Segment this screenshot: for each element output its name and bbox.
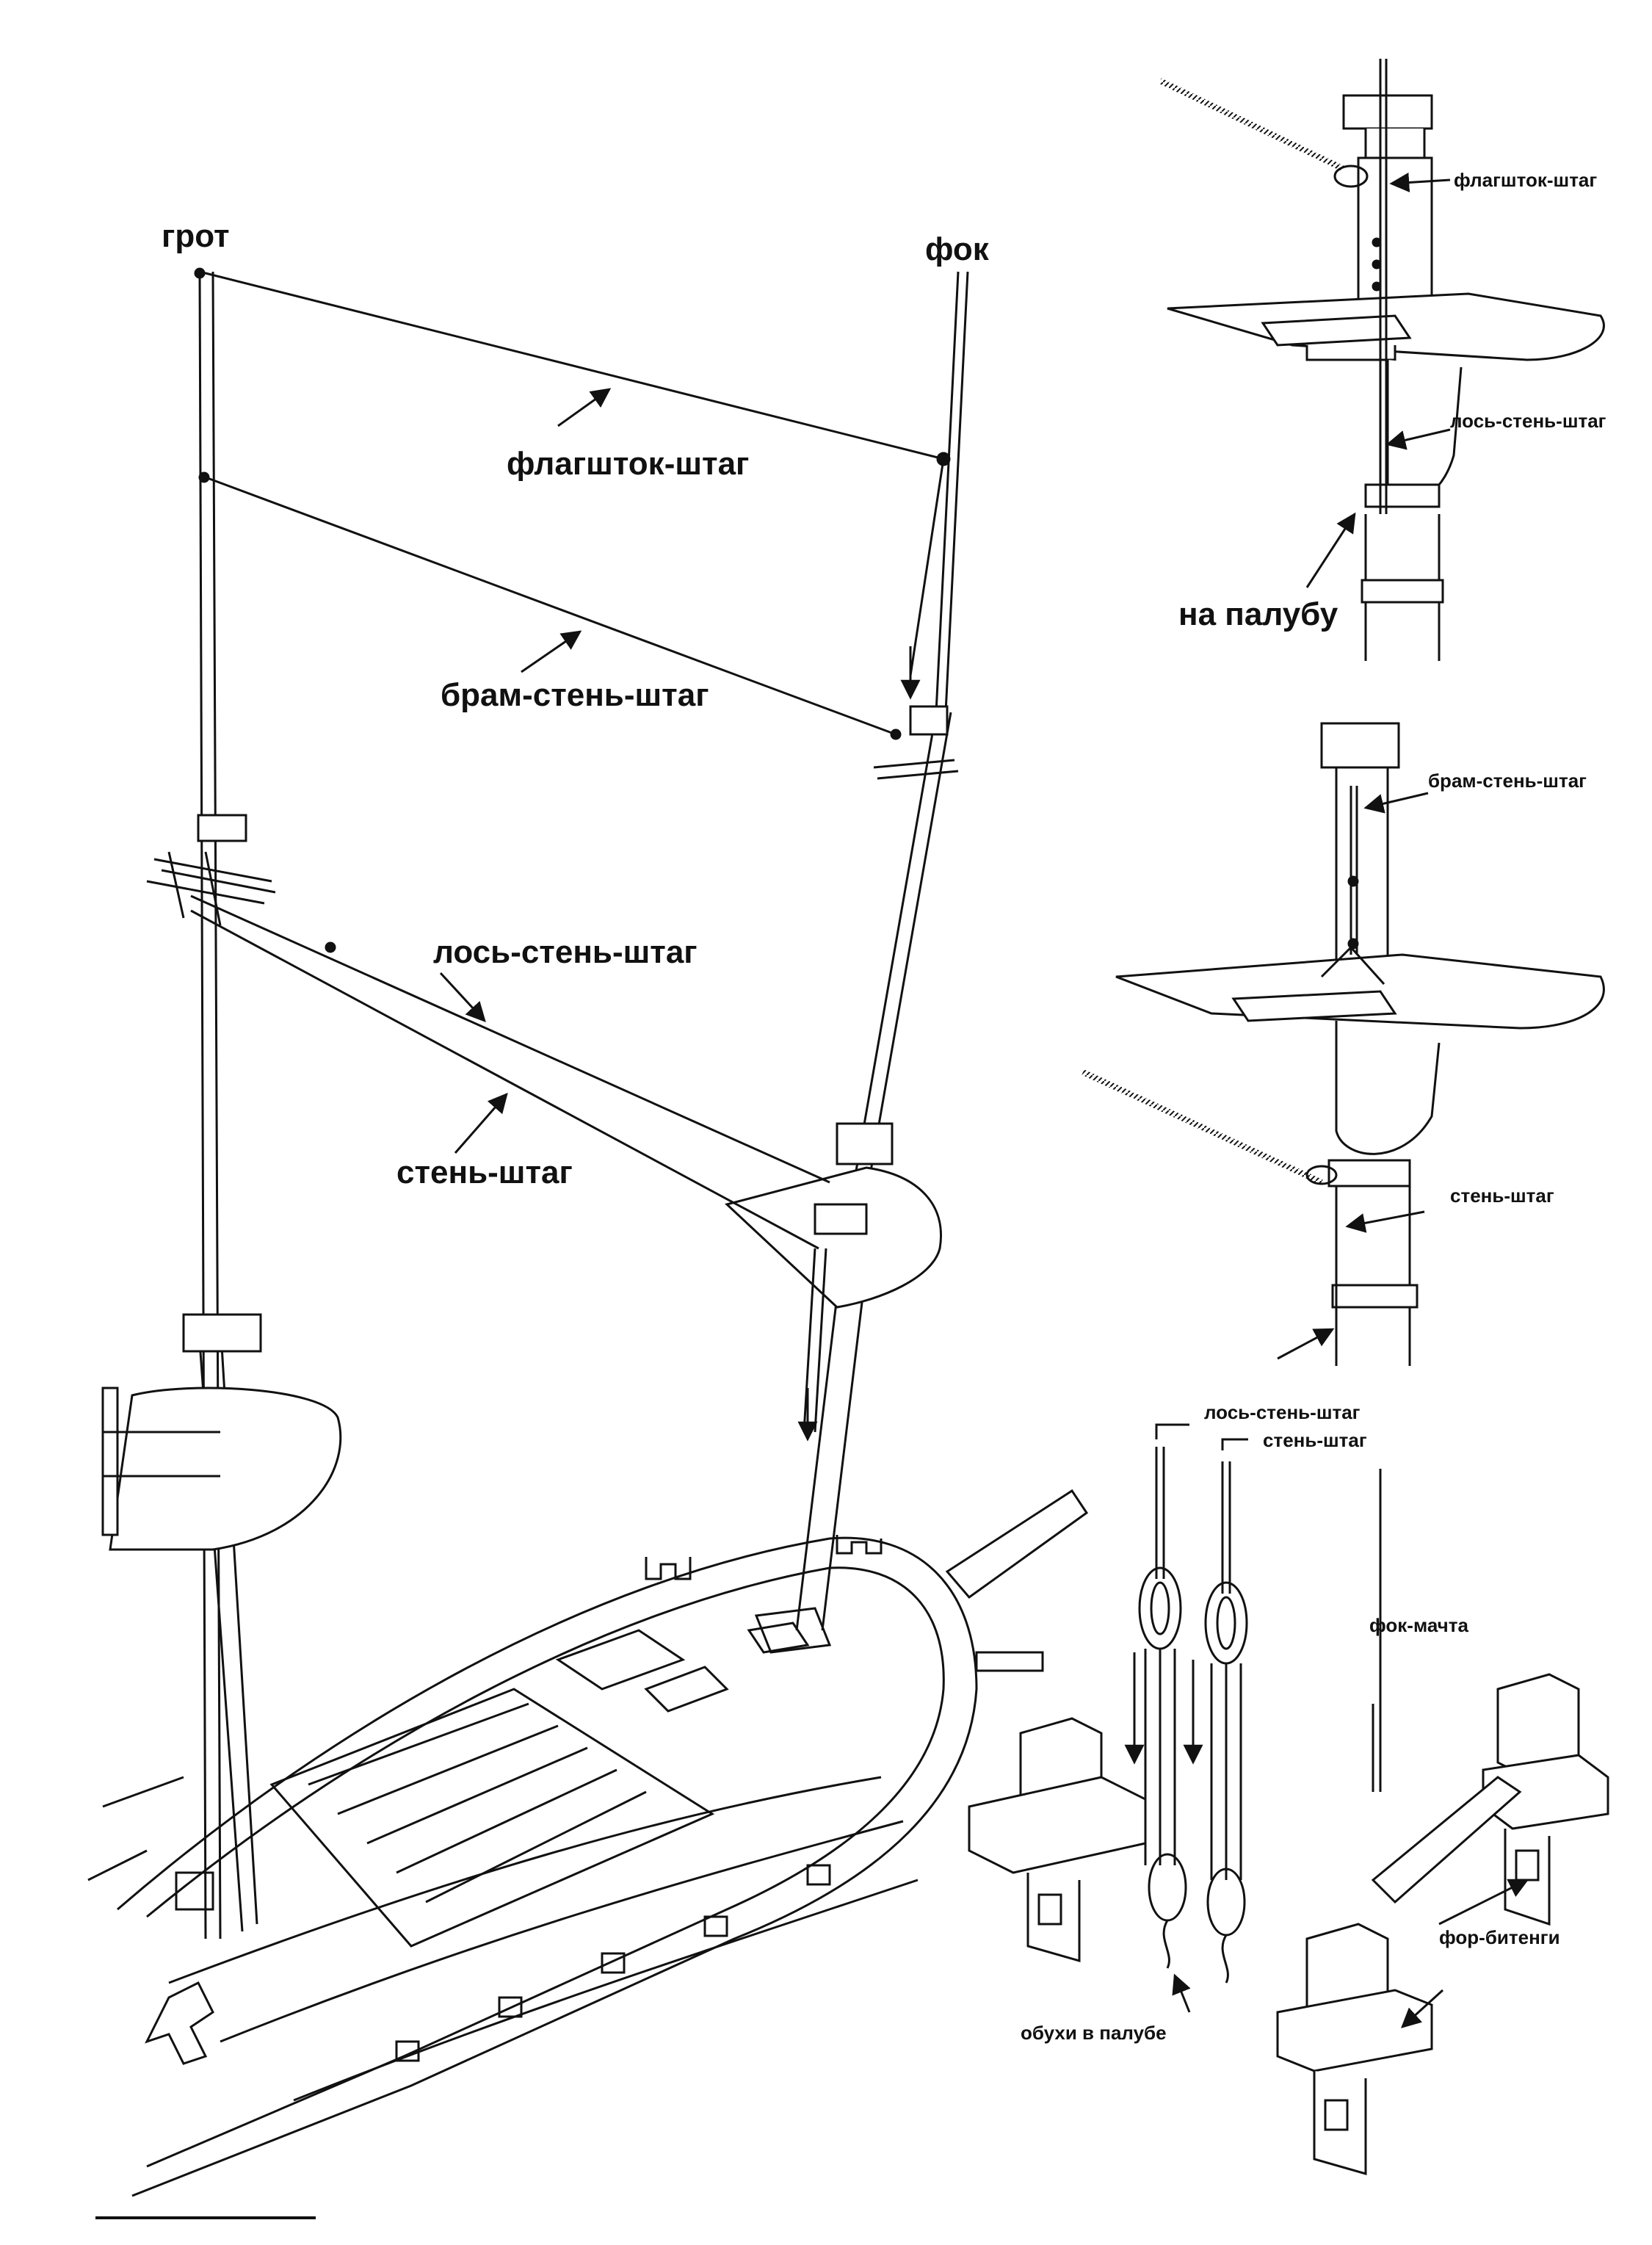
los-stay-line — [190, 894, 830, 1184]
label-los-stay: лось-стень-штаг — [433, 934, 698, 970]
arrow-top-deck — [1305, 512, 1356, 588]
detail-top-stays — [1159, 59, 1451, 588]
arrow-sten — [454, 1092, 508, 1154]
label-detail-top-flagshtok: флагшток-штаг — [1454, 169, 1598, 191]
flagshtok-stay-line — [199, 270, 944, 460]
arrow-mid-sten — [1345, 1210, 1425, 1233]
label-fore-mast: фок-мачта — [1369, 1614, 1468, 1636]
label-mast-grot: грот — [162, 218, 230, 254]
label-fore-bitts: фор-битенги — [1439, 1926, 1560, 1948]
sten-stay-line — [190, 909, 819, 1250]
arrow-top-los — [1385, 428, 1451, 450]
arrow-bitts — [1438, 1879, 1529, 1926]
label-detail-mid-bram: брам-стень-штаг — [1428, 770, 1587, 792]
main-mast-grot — [101, 271, 342, 1939]
arrow-los — [439, 972, 486, 1022]
arrow-mid-bram — [1363, 792, 1429, 814]
detail-bottom-bitts — [968, 1469, 1609, 2175]
detail-bottom-tackles — [1124, 1423, 1529, 2028]
label-deck-eyebolts: обухи в палубе — [1021, 2022, 1167, 2044]
label-detail-top-los: лось-стень-штаг — [1450, 410, 1606, 432]
label-bram-stay: брам-стень-штаг — [441, 677, 709, 713]
ship-hull — [87, 1489, 1089, 2197]
arrow-top-flagshtok — [1389, 173, 1451, 192]
label-detail-mid-sten: стень-штаг — [1450, 1185, 1554, 1207]
detail-middle-masthead — [1115, 722, 1605, 1366]
label-sten-stay: стень-штаг — [396, 1154, 573, 1190]
stays — [190, 267, 951, 1433]
label-mast-fok: фок — [925, 231, 989, 267]
label-flagshtok-stay: флагшток-штаг — [507, 446, 750, 482]
arrow-flagshtok — [557, 388, 612, 427]
label-detail-bottom-sten: стень-штаг — [1263, 1429, 1367, 1451]
bram-stay-line — [205, 476, 896, 736]
arrow-bram — [521, 630, 582, 673]
detail-middle-stays — [1082, 786, 1429, 1366]
label-detail-bottom-los: лось-стень-штаг — [1204, 1401, 1361, 1423]
fore-mast-fok — [724, 271, 969, 1631]
label-detail-top-deck: на палубу — [1178, 596, 1338, 632]
